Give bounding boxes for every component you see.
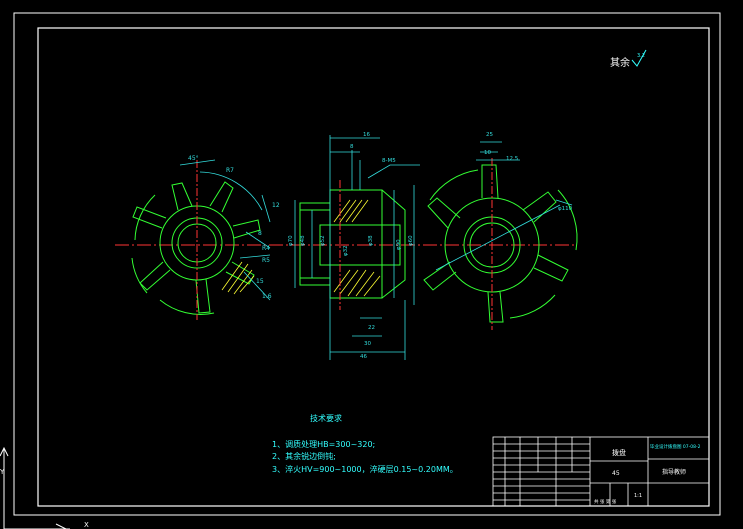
roughness-note: 其余 3.2 [610, 49, 647, 69]
right-tooth-4 [487, 291, 504, 323]
left-view [131, 181, 261, 315]
left-tooth-1 [171, 182, 193, 211]
right-arc-2 [557, 189, 578, 251]
dim-center-dia5: φ38 [368, 235, 374, 246]
dim-center-b2: 30 [364, 341, 371, 347]
left-arc-outer-2 [131, 257, 148, 294]
dim-center-dia3: φ52 [320, 235, 326, 246]
dim-center-dia1: φ70 [288, 235, 294, 246]
right-view [423, 164, 578, 323]
dim-left-mid: 12 [272, 202, 280, 209]
left-arc-outer-3 [159, 299, 215, 315]
right-tooth-6 [427, 197, 461, 229]
dim-center-thread: 8-M5 [382, 158, 396, 164]
left-tooth-2 [209, 181, 234, 213]
dim-center-top2: 16 [363, 132, 370, 138]
right-tooth-5 [423, 261, 457, 291]
right-dims [435, 141, 573, 271]
tech-notes: 技术要求 1、调质处理HB=300~320; 2、其余锐边倒钝; 3、淬火HV=… [272, 413, 458, 474]
dim-center-dia4: φ32 [343, 245, 349, 256]
left-tooth-7 [132, 206, 167, 229]
title-school: 指导教师 [662, 468, 686, 476]
center-dims [294, 135, 420, 360]
center-hatch [333, 199, 381, 297]
dim-right-top3: 12.5 [506, 156, 519, 162]
left-arc-outer [134, 194, 156, 241]
right-arc-3 [509, 294, 556, 319]
center-bore [319, 224, 401, 266]
dim-left-r: R7 [226, 167, 234, 174]
right-tooth-2 [522, 191, 557, 223]
left-tooth-5 [195, 278, 211, 314]
right-tooth-1 [481, 164, 499, 199]
center-view [299, 189, 406, 299]
dim-right-dia: φ110 [558, 206, 573, 212]
left-dim-text: 45° R7 12 8 R4 R5 15 1.6 [188, 155, 280, 300]
dim-right-top2: 10 [484, 150, 491, 156]
title-block [492, 436, 710, 507]
inner-frame [37, 27, 710, 507]
left-bore-inner [177, 223, 217, 263]
roughness-label: 其余 [610, 56, 630, 69]
center-hub [329, 189, 383, 299]
right-tooth-3 [533, 254, 569, 282]
ucs-x-label: X [84, 521, 89, 529]
left-hatch [221, 261, 255, 295]
title-part-name: 拨盘 [612, 448, 626, 457]
dim-center-b3: 46 [360, 354, 367, 360]
roughness-symbol [631, 49, 647, 67]
dim-left-r2: R4 [262, 245, 270, 252]
dim-center-dia2: φ48 [300, 235, 306, 246]
dim-left-top: 45° [188, 155, 199, 162]
roughness-value: 3.2 [637, 53, 645, 59]
dim-left-r3: R5 [262, 257, 270, 264]
dim-left-a: 15 [256, 278, 264, 285]
dim-left-b: 1.6 [262, 293, 272, 300]
dim-center-top1: 8 [350, 144, 354, 150]
notes-item-2: 2、其余锐边倒钝; [272, 451, 336, 461]
left-tooth-3 [232, 219, 261, 239]
dim-center-dia7: φ60 [408, 235, 414, 246]
center-dim-text: 8 16 8-M5 φ70 φ48 φ52 φ32 φ38 φ90 φ60 22… [288, 132, 414, 360]
notes-title: 技术要求 [310, 413, 342, 423]
notes-item-3: 3、淬火HV=900~1000，淬硬层0.15~0.20MM。 [272, 464, 458, 474]
right-arc-1 [429, 169, 479, 201]
outer-frame [13, 12, 721, 516]
title-sheet: 共 张 第 张 [594, 498, 617, 505]
left-dims [179, 159, 271, 301]
title-scale: 1:1 [634, 493, 642, 499]
notes-item-1: 1、调质处理HB=300~320; [272, 439, 375, 449]
right-dim-text: 25 10 12.5 φ110 [484, 132, 573, 212]
dim-center-b1: 22 [368, 325, 375, 331]
title-material: 45 [612, 470, 620, 477]
title-drawing-no: 毕业设计拨盘图 07-08-2 [650, 443, 701, 450]
dim-left-small: 8 [258, 230, 262, 237]
ucs-y-label: Y [0, 468, 5, 476]
ucs-icon [0, 446, 70, 529]
dim-center-dia6: φ90 [396, 239, 402, 250]
title-block-text: 拨盘 毕业设计拨盘图 07-08-2 指导教师 45 1:1 共 张 第 张 [594, 443, 701, 505]
center-cone [381, 189, 406, 299]
dim-right-top1: 25 [486, 132, 493, 138]
left-tooth-6 [139, 261, 171, 291]
